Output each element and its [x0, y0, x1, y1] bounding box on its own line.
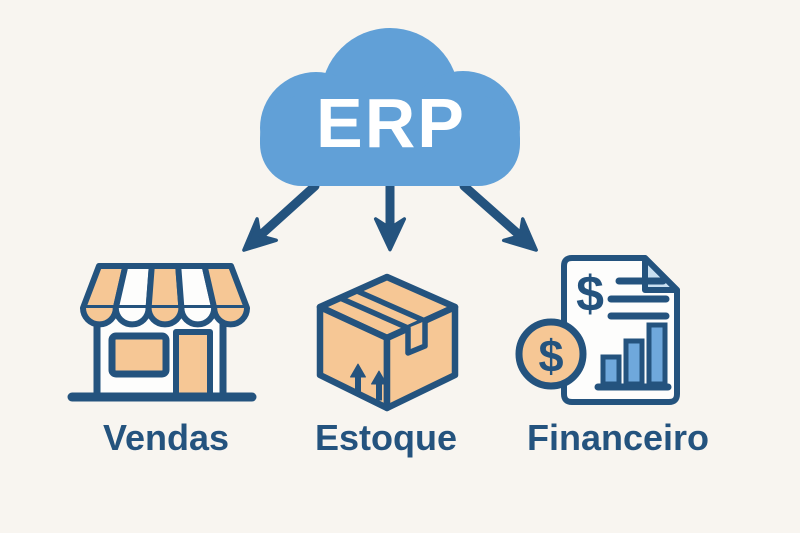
- store-window: [108, 332, 170, 378]
- dollar-coin-icon: $: [515, 318, 587, 390]
- erp-cloud-label: ERP: [316, 84, 466, 162]
- store-door: [173, 329, 213, 399]
- cloud-icon: [260, 28, 520, 186]
- module-label-estoque: Estoque: [315, 417, 457, 458]
- box-up-arrows-icon: [350, 363, 387, 401]
- connector-arrow-financeiro: [459, 181, 538, 252]
- finance-document-icon: $ $: [515, 255, 680, 405]
- module-labels: Vendas Estoque Financeiro: [103, 417, 709, 458]
- coin-dollar-symbol: $: [538, 331, 563, 382]
- module-label-financeiro: Financeiro: [527, 417, 709, 458]
- document-text-lines: [607, 277, 670, 320]
- storefront-icon: [67, 263, 257, 402]
- connector-arrows: [242, 181, 538, 252]
- box-tape: [337, 288, 428, 331]
- document-fold-corner: [642, 255, 680, 293]
- document-dollar-icon: $: [576, 266, 604, 322]
- box-tape-flap: [405, 318, 428, 356]
- erp-cloud: ERP: [260, 28, 520, 186]
- module-label-vendas: Vendas: [103, 417, 229, 458]
- bar-chart-icon: [594, 322, 672, 391]
- store-awning: [80, 263, 250, 328]
- package-box-icon: [316, 273, 459, 412]
- connector-arrow-vendas: [242, 181, 320, 252]
